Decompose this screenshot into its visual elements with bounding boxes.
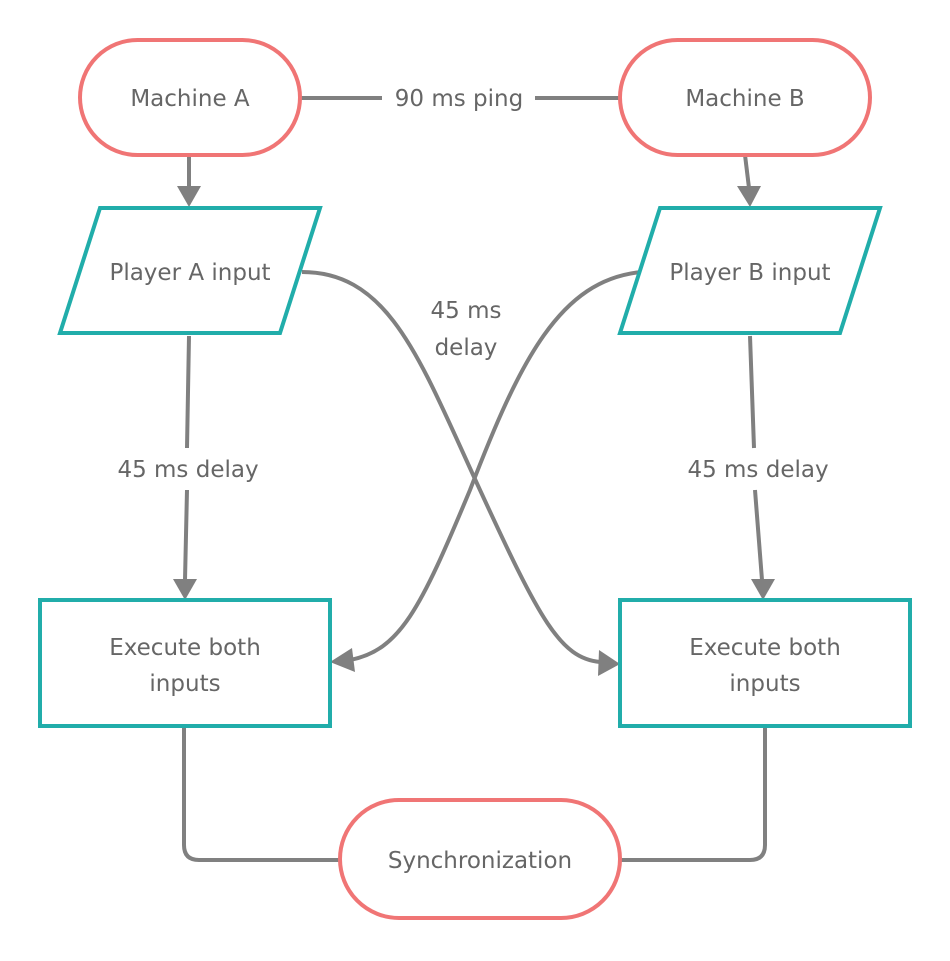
edge-player-a-to-execute-b-curve [301,270,601,664]
node-execute-both-inputs-b[interactable]: Execute both inputs [618,598,912,728]
edge-label-cross-delay-line1: 45 ms [431,298,502,324]
execute-a-shape [38,598,332,728]
node-synchronization[interactable]: Synchronization [338,798,622,920]
execute-b-shape [618,598,912,728]
player-a-input-shape [57,206,323,335]
arrowhead-execute-a-right [330,648,355,672]
synchronization-shape [338,798,622,920]
player-b-input-shape [617,206,883,335]
execute-a-label-line2: inputs [149,671,220,697]
machine-a-label: Machine A [130,86,250,112]
edge-player-b-to-execute-a-curve [349,270,642,662]
node-player-b-input[interactable]: Player B input [617,206,883,335]
edge-execute-a-to-sync [182,727,340,862]
machine-b-label: Machine B [685,86,804,112]
execute-b-label-line2: inputs [729,671,800,697]
arrowhead-execute-b-left [598,650,620,676]
player-a-input-label: Player A input [109,260,270,286]
machine-b-shape [618,38,872,157]
node-machine-b[interactable]: Machine B [618,38,872,157]
edge-execute-b-to-sync [620,727,767,862]
synchronization-label: Synchronization [388,848,572,874]
arrowhead-execute-a-top [173,579,197,600]
arrowhead-player-b-top [737,186,761,207]
node-execute-both-inputs-a[interactable]: Execute both inputs [38,598,332,728]
execute-a-label-line1: Execute both [109,635,261,661]
edge-label-ping: 90 ms ping [395,86,523,112]
edge-label-delay-b: 45 ms delay [687,457,828,483]
machine-a-shape [78,38,302,157]
edge-machine-b-to-player-b [743,154,751,189]
execute-b-label-line1: Execute both [689,635,841,661]
edge-label-cross-delay-line2: delay [435,335,498,361]
player-b-input-label: Player B input [669,260,830,286]
arrowhead-execute-b-top [751,579,775,600]
node-machine-a[interactable]: Machine A [78,38,302,157]
edge-player-b-to-execute-b [748,335,764,581]
arrowhead-player-a-top [177,186,201,207]
edge-player-a-to-execute-a [183,335,191,581]
node-player-a-input[interactable]: Player A input [57,206,323,335]
edge-label-delay-a: 45 ms delay [117,457,258,483]
